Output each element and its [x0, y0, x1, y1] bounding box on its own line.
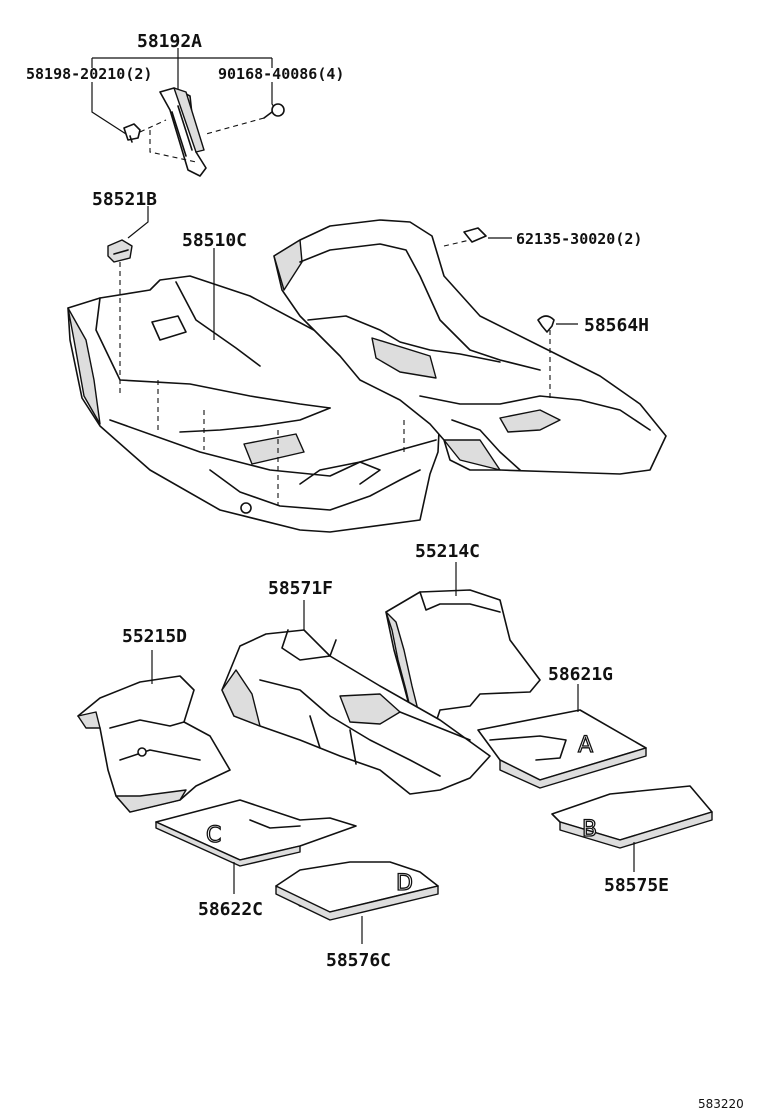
- mat-58621G: A 58621G: [477, 664, 647, 789]
- label-58564H: 58564H: [584, 315, 649, 336]
- label-62135-30020: 62135-30020(2): [516, 230, 642, 248]
- mat-letter-a: A: [578, 733, 593, 758]
- console-insulator-58571F: 58571F: [221, 578, 491, 795]
- mat-58576C: D 58576C: [275, 861, 439, 971]
- label-58571F: 58571F: [268, 578, 333, 599]
- mat-letter-b: B: [582, 817, 597, 842]
- label-58575E: 58575E: [604, 875, 669, 896]
- insulator-55214C: 55214C: [385, 541, 541, 723]
- label-58521B: 58521B: [92, 189, 157, 210]
- mat-58622C: C 58622C: [155, 799, 357, 920]
- bracket-group-58192A: 58192A 58198-20210(2) 90168-40086(4): [26, 31, 344, 177]
- label-58576C: 58576C: [326, 950, 391, 971]
- label-58198-20210: 58198-20210(2): [26, 65, 152, 83]
- label-58621G: 58621G: [548, 664, 613, 685]
- figure-number: 583220: [698, 1097, 744, 1111]
- mat-letter-c: C: [206, 823, 221, 848]
- label-58622C: 58622C: [198, 899, 263, 920]
- floor-carpet-58510C: 58521B 58510C 62135-30020(2) 58564H: [67, 189, 667, 533]
- mat-letter-d: D: [396, 871, 413, 896]
- label-55214C: 55214C: [415, 541, 480, 562]
- label-58192A: 58192A: [137, 31, 202, 52]
- label-55215D: 55215D: [122, 626, 187, 647]
- mat-58575E: B 58575E: [551, 785, 713, 896]
- insulator-55215D: 55215D: [77, 626, 231, 813]
- label-90168-40086: 90168-40086(4): [218, 65, 344, 83]
- label-58510C: 58510C: [182, 230, 247, 251]
